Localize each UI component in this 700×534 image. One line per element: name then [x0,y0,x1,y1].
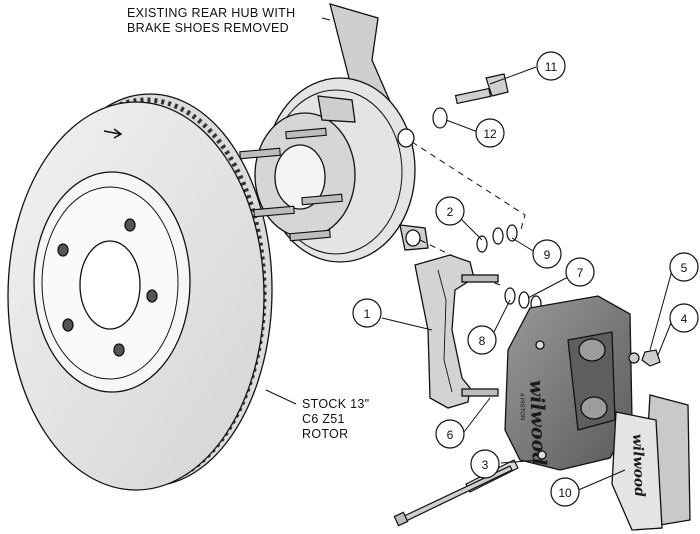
svg-text:12: 12 [483,127,497,141]
washer [476,235,488,253]
callout-1: 1 [352,298,382,328]
callout-12: 12 [475,118,505,148]
callout-bubbles: 11 12 2 9 7 5 4 1 8 6 3 10 [352,51,699,507]
washer [504,287,516,305]
bolt-11 [454,73,509,105]
hub-label-line1: EXISTING REAR HUB WITH [127,6,295,20]
callout-4: 4 [669,303,699,333]
pad-front [611,411,663,531]
caliper-bracket [414,254,499,409]
rotor-lug-hole [57,243,69,257]
bleeder-screw [537,450,547,460]
piston [578,338,606,362]
bracket-inner-edge [437,269,453,393]
rotor-lug-hole [146,289,158,303]
callout-2: 2 [435,196,465,226]
rotor-label-line3: ROTOR [302,427,348,441]
washer [506,224,518,242]
svg-text:9: 9 [544,248,551,262]
bracket-bolt [461,388,499,397]
rear-hub-knuckle [239,3,429,263]
callout-8: 8 [467,325,497,355]
knuckle-bolt-hole [397,128,415,148]
svg-text:6: 6 [447,428,454,442]
rotor-label-line2: C6 Z51 [302,412,345,426]
piston [580,396,608,420]
caliper-logo: wilwood [525,379,550,465]
pad-logo: wilwood [629,434,647,498]
rotor [7,93,273,491]
svg-text:7: 7 [577,266,584,280]
wheel-stud [301,193,343,206]
callout-10: 10 [550,477,580,507]
svg-text:3: 3 [482,458,489,472]
knuckle-bolt-hole [405,229,421,247]
svg-text:4: 4 [681,312,688,326]
caliper-sub-logo: 4 PISTON [518,393,525,420]
svg-text:2: 2 [447,205,454,219]
svg-text:11: 11 [545,60,558,74]
hub-pilot [274,144,326,210]
long-bolt [401,465,513,523]
callout-5: 5 [669,252,699,282]
svg-text:5: 5 [681,261,688,275]
bracket-bolt [461,274,499,283]
callout-11: 11 [536,51,566,81]
callout-3: 3 [470,449,500,479]
wheel-stud [285,127,327,140]
svg-text:1: 1 [364,307,371,321]
brake-pads: wilwood [611,394,691,531]
callout-7: 7 [565,257,595,287]
rotor-lug-hole [124,218,136,232]
leader-lines [265,17,674,492]
nut [641,349,661,367]
washer [492,227,504,245]
rotor-center-bore [79,240,141,330]
callout-9: 9 [532,239,562,269]
rotor-label-line1: STOCK 13" [302,397,369,411]
bleeder-screw [535,340,545,350]
rotor-lug-hole [62,318,74,332]
caliper: wilwood 4 PISTON [504,295,640,471]
rotor-lug-hole [113,343,125,357]
rotation-arrow-icon [103,128,123,139]
retainer-pin [393,459,519,527]
hub-label-line2: BRAKE SHOES REMOVED [127,21,289,35]
wheel-stud [289,229,331,242]
caliper-fitting [628,352,640,364]
wheel-stud [239,147,281,160]
washer-12 [432,107,448,129]
callout-6: 6 [435,419,465,449]
svg-text:8: 8 [479,334,486,348]
hub-boss [317,95,356,123]
washer [518,291,530,309]
wheel-studs [239,127,343,242]
wheel-stud [253,205,295,218]
svg-text:10: 10 [558,486,572,500]
